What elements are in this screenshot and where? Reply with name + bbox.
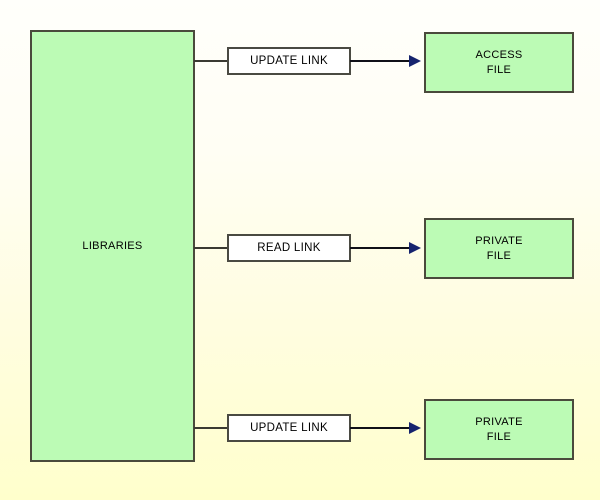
connector-source-to-link-2 xyxy=(194,427,228,429)
node-access-file-label: ACCESS FILE xyxy=(475,49,523,76)
node-private-file-1[interactable]: PRIVATE FILE xyxy=(424,218,574,279)
connector-link-to-target-1 xyxy=(350,247,410,249)
connector-source-to-link-0 xyxy=(194,60,228,62)
link-box-update-link-2[interactable]: UPDATE LINK xyxy=(227,414,351,442)
node-private-file-label-2: PRIVATE FILE xyxy=(475,416,523,443)
connector-link-to-target-2 xyxy=(350,427,410,429)
connector-source-to-link-1 xyxy=(194,247,228,249)
node-libraries[interactable]: LIBRARIES xyxy=(30,30,195,462)
link-box-update-link-0[interactable]: UPDATE LINK xyxy=(227,47,351,75)
node-libraries-label: LIBRARIES xyxy=(82,239,143,252)
node-private-file-2[interactable]: PRIVATE FILE xyxy=(424,399,574,460)
link-box-read-link-1[interactable]: READ LINK xyxy=(227,234,351,262)
link-box-label-2: UPDATE LINK xyxy=(250,421,328,434)
arrowhead-right-icon-0 xyxy=(409,55,421,67)
link-box-label-0: UPDATE LINK xyxy=(250,54,328,67)
link-box-label-1: READ LINK xyxy=(257,241,321,254)
arrowhead-right-icon-2 xyxy=(409,422,421,434)
node-private-file-label-1: PRIVATE FILE xyxy=(475,235,523,262)
arrowhead-right-icon-1 xyxy=(409,242,421,254)
node-access-file[interactable]: ACCESS FILE xyxy=(424,32,574,93)
connector-link-to-target-0 xyxy=(350,60,410,62)
